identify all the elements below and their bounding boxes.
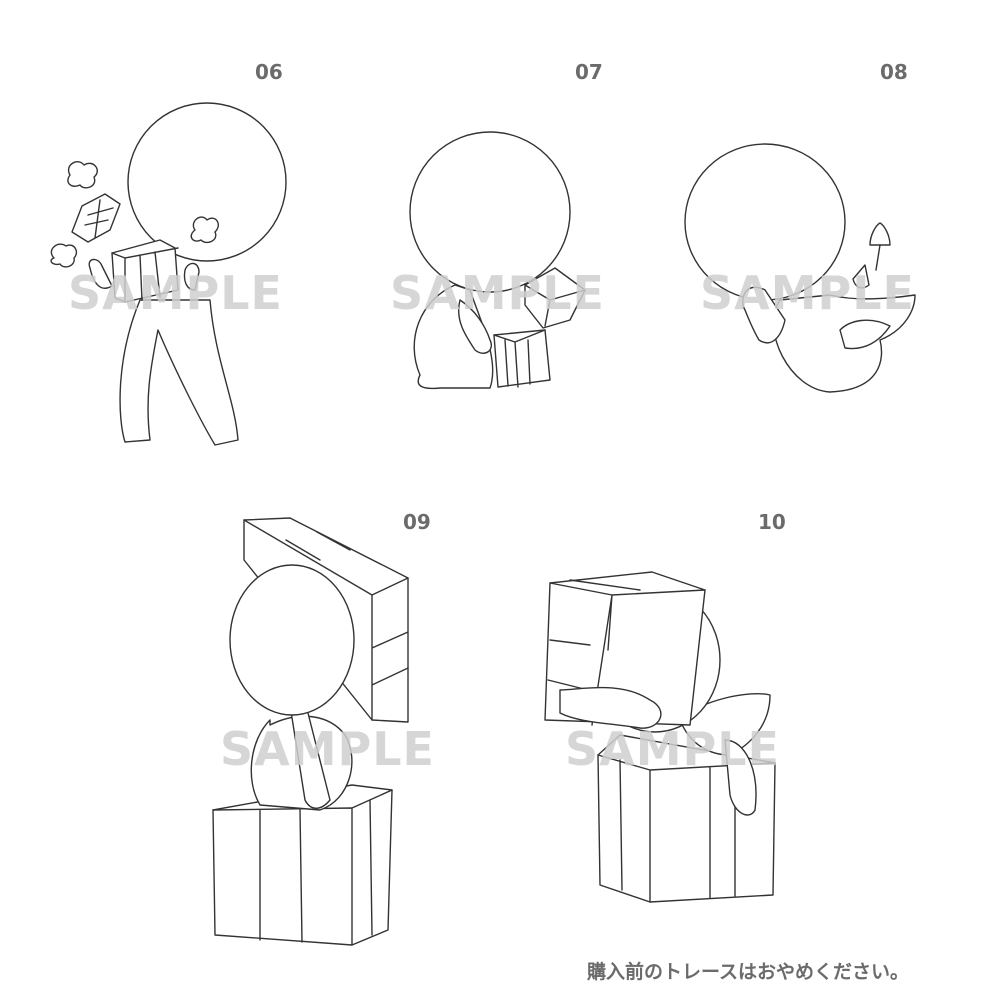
pose-number-06: 06 bbox=[255, 60, 283, 84]
no-trace-notice: 購入前のトレースはおやめください。 bbox=[587, 961, 910, 983]
pose-number-08: 08 bbox=[880, 60, 908, 84]
pose-number-10: 10 bbox=[758, 510, 786, 534]
pose-06-figure bbox=[50, 102, 287, 446]
pose-10-figure bbox=[544, 571, 776, 903]
pose-09-figure bbox=[212, 517, 409, 946]
pose-07-figure bbox=[409, 131, 586, 390]
pose-number-07: 07 bbox=[575, 60, 603, 84]
pose-number-09: 09 bbox=[403, 510, 431, 534]
pose-08-figure bbox=[684, 143, 916, 393]
